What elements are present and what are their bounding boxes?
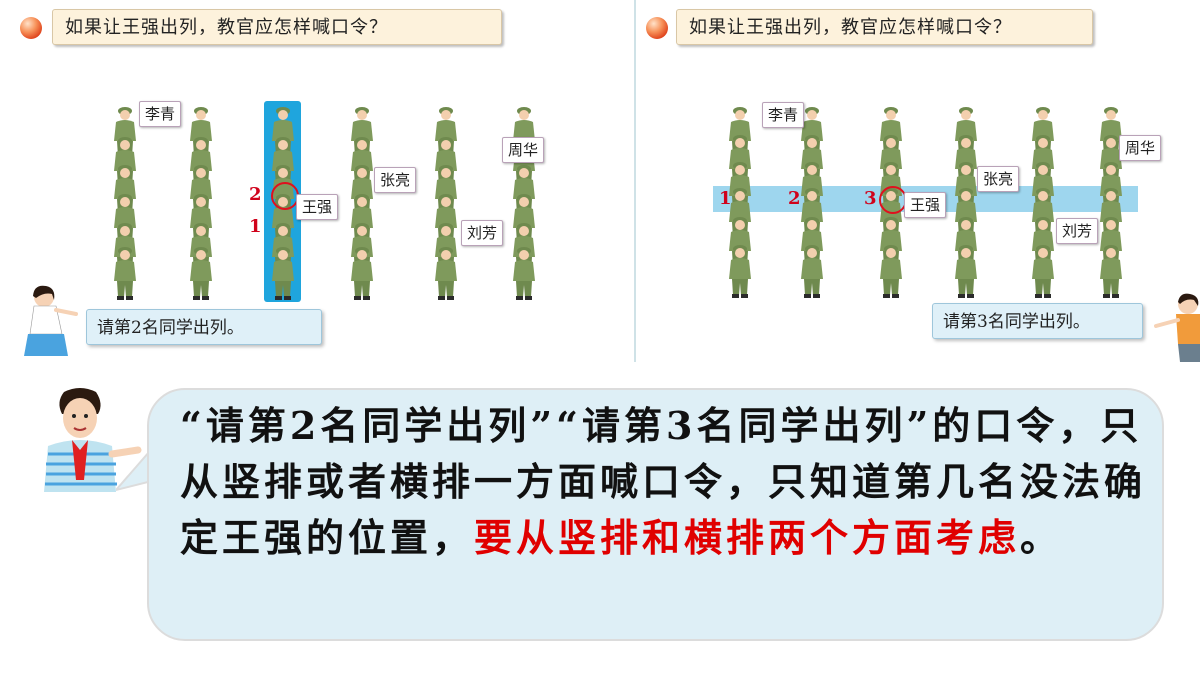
soldier-figure (727, 243, 753, 298)
conclusion-text: “请第2名同学出列”“请第3名同学出列”的口令，只从竖排或者横排一方面喊口令，只… (180, 398, 1148, 566)
soldier-figure (1098, 243, 1124, 298)
wang-qiang-marker (271, 182, 299, 210)
question-box-right: 如果让王强出列，教官应怎样喊口令？ (676, 9, 1093, 45)
name-tag-li-qing: 李青 (139, 101, 182, 127)
soldier-figure (878, 243, 904, 298)
soldier-figure (799, 243, 825, 298)
bullet-ball-icon (20, 17, 42, 39)
speech-text: 请第2名同学出列。 (97, 318, 244, 338)
position-number-2: 2 (788, 188, 801, 209)
wang-qiang-marker (879, 186, 907, 214)
soldier-figure (112, 245, 138, 300)
soldier-figure (511, 245, 537, 300)
boy-teacher-figure (1154, 293, 1200, 362)
name-tag-wang-qiang: 王强 (296, 194, 339, 220)
position-number-3: 3 (864, 188, 877, 209)
soldier-figure (270, 245, 296, 300)
soldier-figure (188, 245, 214, 300)
boy-student-figure (44, 388, 142, 492)
conclusion-text-highlight: 要从竖排和横排两个方面考虑 (474, 515, 1021, 560)
name-tag-liu-fang: 刘芳 (1056, 218, 1099, 244)
speech-bubble-right: 请第3名同学出列。 (932, 303, 1143, 339)
question-text: 如果让王强出列，教官应怎样喊口令？ (689, 17, 1012, 38)
name-tag-liu-fang: 刘芳 (461, 220, 504, 246)
panel-divider (634, 0, 636, 362)
girl-teacher-figure (24, 285, 78, 356)
position-number-1: 1 (249, 216, 262, 237)
position-number-2: 2 (249, 184, 262, 205)
conclusion-box (147, 388, 1164, 641)
speech-bubble-left: 请第2名同学出列。 (86, 309, 322, 345)
name-tag-zhou-hua: 周华 (1119, 135, 1162, 161)
name-tag-li-qing: 李青 (762, 102, 805, 128)
name-tag-zhang-liang: 张亮 (374, 167, 417, 193)
question-text: 如果让王强出列，教官应怎样喊口令？ (65, 17, 388, 38)
position-number-1: 1 (719, 188, 732, 209)
name-tag-zhang-liang: 张亮 (977, 166, 1020, 192)
question-box-left: 如果让王强出列，教官应怎样喊口令？ (52, 9, 502, 45)
soldier-figure (349, 245, 375, 300)
conclusion-text-end: 。 (1020, 515, 1063, 560)
soldier-figure (953, 243, 979, 298)
conclusion-text-normal: “请第2名同学出列”“请第3名同学出列”的口令，只从竖排或者横排一方面喊口令，只… (180, 403, 1147, 560)
name-tag-zhou-hua: 周华 (502, 137, 545, 163)
bullet-ball-icon (646, 17, 668, 39)
name-tag-wang-qiang: 王强 (904, 192, 947, 218)
soldier-figure (1030, 243, 1056, 298)
speech-text: 请第3名同学出列。 (943, 312, 1090, 332)
soldier-figure (433, 245, 459, 300)
